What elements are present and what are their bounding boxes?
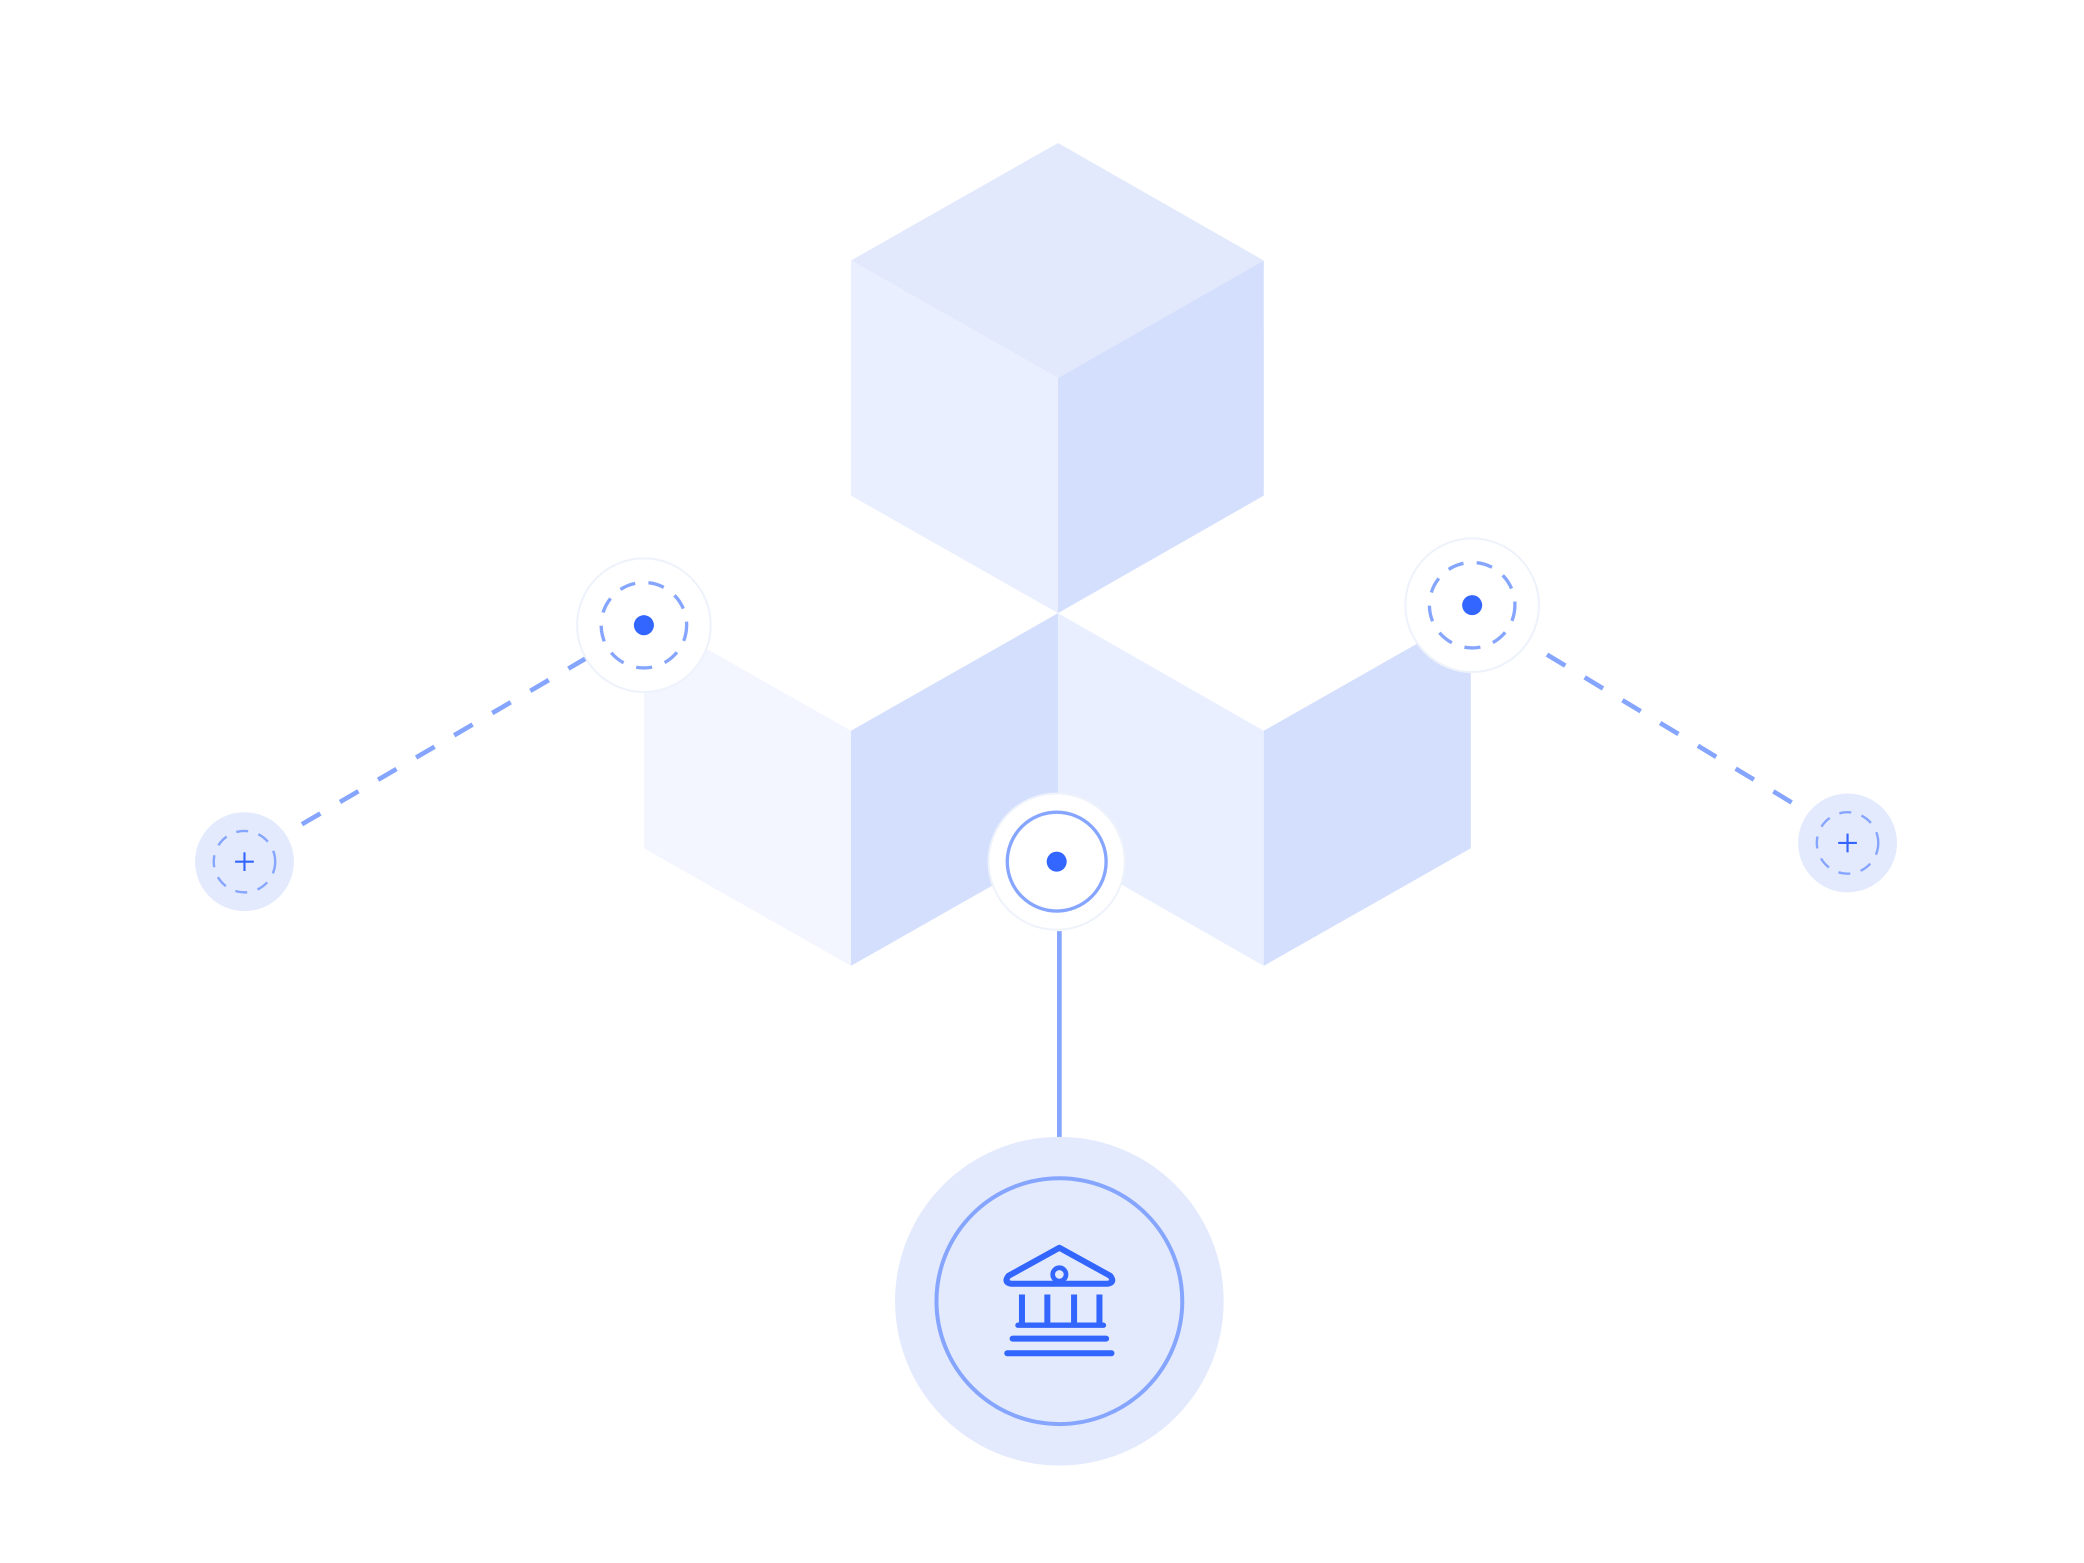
right-cube-right-face — [1263, 613, 1471, 966]
left-dashed-connector — [300, 655, 589, 827]
top-cube-right-face — [1058, 260, 1264, 614]
dashed-ring — [599, 580, 689, 670]
right-add-node[interactable] — [1798, 793, 1897, 893]
dot-icon — [633, 615, 654, 636]
top-cube-top-face — [850, 142, 1264, 379]
dashed-ring — [212, 829, 277, 894]
left-cube — [643, 613, 1059, 966]
dashed-ring — [1815, 811, 1880, 875]
right-connection-node — [1404, 537, 1540, 673]
dot-icon — [1462, 595, 1483, 616]
solid-ring — [1005, 810, 1108, 913]
plus-icon — [1838, 833, 1857, 853]
top-cube — [850, 142, 1264, 614]
left-add-node[interactable] — [195, 812, 294, 912]
dashed-ring — [1427, 560, 1517, 650]
left-connection-node — [576, 557, 712, 693]
bank-node[interactable] — [895, 1136, 1224, 1466]
right-cube — [1058, 613, 1471, 966]
plus-icon — [235, 852, 254, 872]
right-dashed-connector — [1545, 652, 1798, 808]
center-connection-node — [987, 792, 1126, 931]
dot-icon — [1046, 851, 1067, 872]
bank-icon — [1003, 1244, 1116, 1357]
top-cube-left-face — [850, 260, 1059, 614]
bank-node-ring — [934, 1176, 1185, 1427]
